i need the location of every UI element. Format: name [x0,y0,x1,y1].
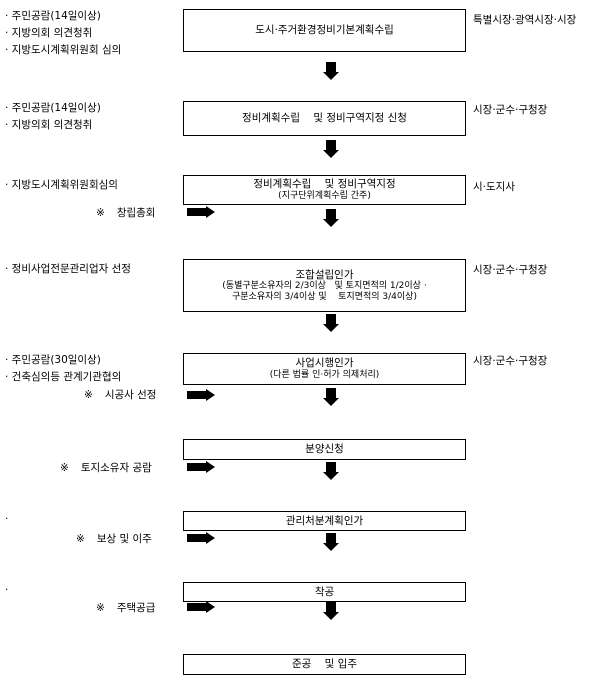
step-left-items: · 정비사업전문관리업자 선정 [5,261,131,278]
step-box-construction-start: 착공 [183,582,466,602]
down-arrow-icon [323,314,339,332]
note-text: 창립총회 [116,207,156,219]
left-item: · [5,513,9,525]
step-left-items: · 주민공람(30일이상) · 건축심의등 관계기관협의 [5,352,121,386]
note-marker: ※ [60,462,69,474]
step-authority: 시장·군수·구청장 [473,104,548,116]
right-arrow-icon [187,206,215,218]
right-arrow-icon [187,461,215,473]
step-title: 관리처분계획인가 [285,514,364,527]
step-box-project-approval: 사업시행인가 (다른 법률 인·허가 의제처리) [183,353,466,385]
step-box-master-plan: 도시·주거환경정비기본계획수립 [183,9,466,52]
down-arrow-icon [323,462,339,480]
down-arrow-icon [323,533,339,551]
step-title: 준공 및 입주 [292,658,357,671]
note-text: 주택공급 [116,602,156,614]
step-left-items: · [5,511,8,528]
step-left-items: · [5,582,8,599]
step-box-completion: 준공 및 입주 [183,654,466,675]
note-marker: ※ [84,389,93,401]
left-item: · [5,584,9,596]
step-authority: 시장·군수·구청장 [473,264,548,276]
right-arrow-icon [187,389,215,401]
step-title: 착공 [314,585,335,598]
step-box-zone-designation: 정비계획수립 및 정비구역지정 (지구단위계획수립 간주) [183,175,466,205]
note-marker: ※ [96,602,105,614]
note-marker: ※ [96,207,105,219]
down-arrow-icon [323,62,339,80]
step-note: ※ 토지소유자 공람 [60,460,152,475]
left-item: · 주민공람(14일이상) [5,102,101,114]
left-item: · 지방의회 의견청취 [5,119,93,131]
step-subtitle: (동별구분소유자의 2/3이상 및 토지면적의 1/2이상 · 구분소유자의 3… [222,281,427,302]
step-authority: 시·도지사 [473,181,515,193]
left-item: · 정비사업전문관리업자 선정 [5,263,131,275]
left-item: · 지방도시계획위원회심의 [5,179,118,191]
down-arrow-icon [323,140,339,158]
step-title: 사업시행인가 [295,357,354,370]
step-title: 분양신청 [305,443,344,456]
step-subtitle: (다른 법률 인·허가 의제처리) [269,369,380,380]
step-title: 조합설립인가 [295,268,354,281]
left-item: · 건축심의등 관계기관협의 [5,371,122,383]
down-arrow-icon [323,602,339,620]
step-subtitle: (지구단위계획수립 간주) [278,190,371,201]
down-arrow-icon [323,388,339,406]
note-text: 보상 및 이주 [96,533,152,545]
step-authority: 시장·군수·구청장 [473,355,548,367]
step-authority: 특별시장·광역시장·시장 [473,14,577,26]
down-arrow-icon [323,209,339,227]
step-note: ※ 보상 및 이주 [76,531,152,546]
step-note: ※ 창립총회 [96,205,155,220]
step-title: 정비계획수립 및 정비구역지정 [253,178,396,191]
step-left-items: · 지방도시계획위원회심의 [5,177,118,194]
step-box-union-approval: 조합설립인가 (동별구분소유자의 2/3이상 및 토지면적의 1/2이상 · 구… [183,259,466,312]
step-title: 정비계획수립 및 정비구역지정 신청 [242,112,407,125]
step-left-items: · 주민공람(14일이상) · 지방의회 의견청취 · 지방도시계획위원회 심의 [5,8,121,59]
note-text: 토지소유자 공람 [80,462,152,474]
step-left-items: · 주민공람(14일이상) · 지방의회 의견청취 [5,100,101,134]
left-item: · 지방도시계획위원회 심의 [5,44,122,56]
right-arrow-icon [187,601,215,613]
left-item: · 주민공람(30일이상) [5,354,101,366]
step-box-disposal-approval: 관리처분계획인가 [183,511,466,531]
left-item: · 지방의회 의견청취 [5,27,93,39]
right-arrow-icon [187,532,215,544]
step-box-sale-application: 분양신청 [183,439,466,460]
step-note: ※ 주택공급 [96,600,155,615]
step-title: 도시·주거환경정비기본계획수립 [255,24,394,37]
note-text: 시공사 선정 [104,389,157,401]
note-marker: ※ [76,533,85,545]
step-note: ※ 시공사 선정 [84,387,156,402]
left-item: · 주민공람(14일이상) [5,10,101,22]
step-box-plan-application: 정비계획수립 및 정비구역지정 신청 [183,101,466,136]
